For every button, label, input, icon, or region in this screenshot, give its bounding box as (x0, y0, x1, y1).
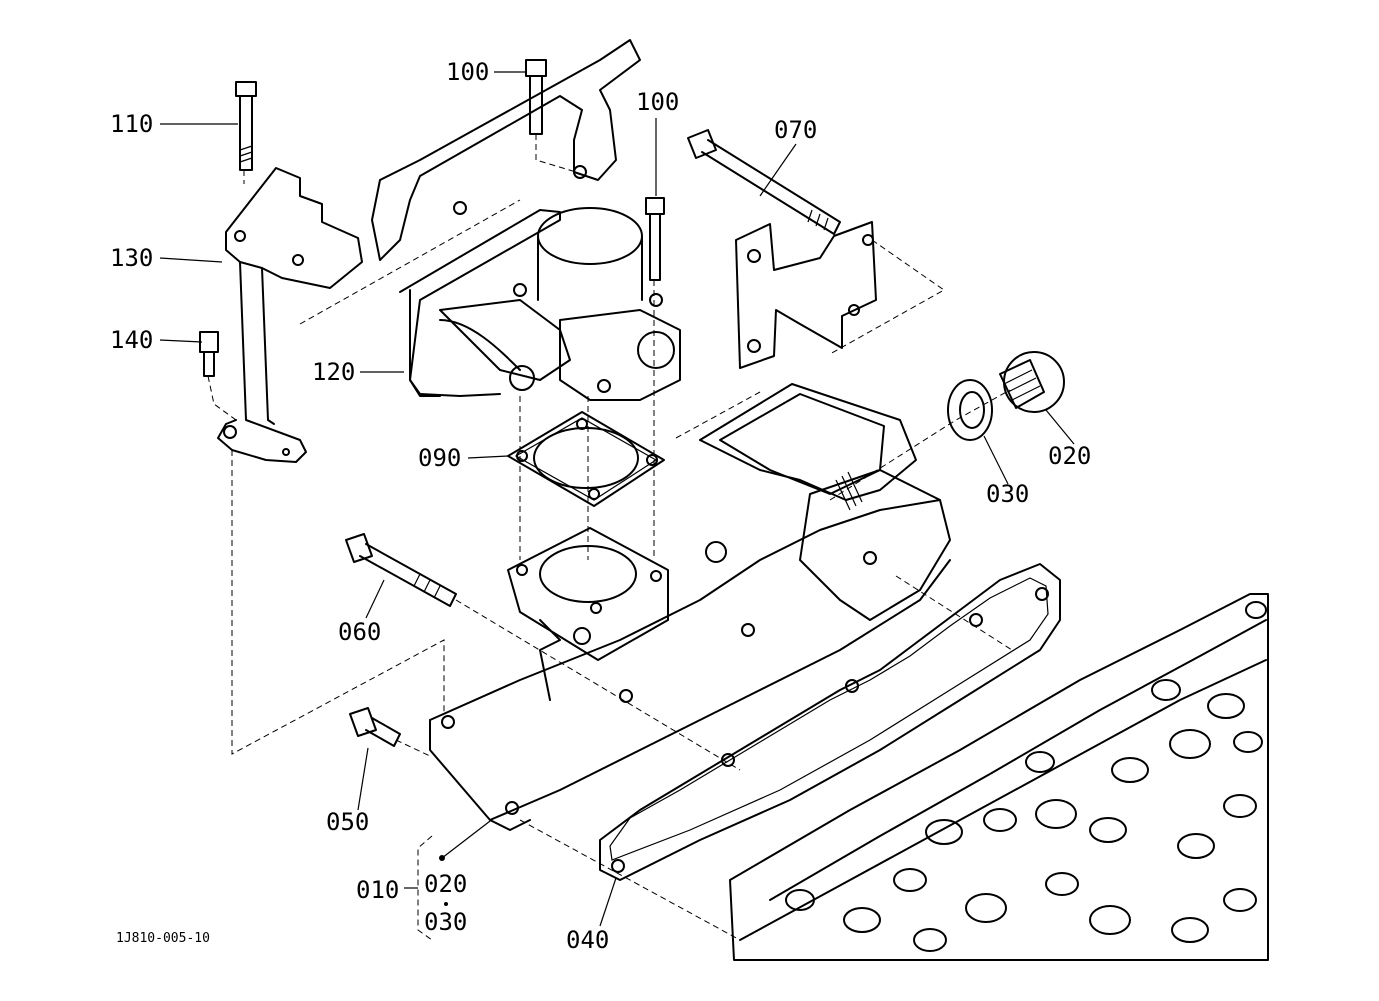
leader-lines (159, 71, 1075, 927)
part-110-bolt (235, 81, 257, 171)
assembly-lines (207, 134, 1013, 941)
callout-020-set: 020 (424, 870, 467, 898)
callout-070: 070 (774, 116, 817, 144)
drawing-code: 1J810-005-10 (116, 931, 210, 946)
part-070-bolt (687, 129, 841, 235)
part-070-bracket (735, 221, 945, 369)
part-060-bolt (345, 533, 457, 607)
callout-120: 120 (312, 358, 355, 386)
part-040-gasket (599, 563, 1061, 881)
callout-090: 090 (418, 444, 461, 472)
callout-100-left: 100 (446, 58, 489, 86)
part-100-bolt-right (645, 197, 665, 281)
part-090-gasket (507, 411, 665, 507)
part-130-bracket (217, 167, 363, 463)
pipe-bracket-top (371, 39, 641, 261)
set-bracket-010 (404, 835, 448, 941)
callout-130: 130 (110, 244, 153, 272)
intake-manifold (429, 383, 951, 831)
callout-020: 020 (1048, 442, 1091, 470)
part-120-throttle-body (399, 207, 681, 401)
cylinder-head (729, 593, 1269, 961)
callout-030: 030 (986, 480, 1029, 508)
part-100-bolt-left (525, 59, 547, 135)
callout-100-right: 100 (636, 88, 679, 116)
part-020-plug (999, 351, 1065, 413)
callout-010: 010 (356, 876, 399, 904)
callout-050: 050 (326, 808, 369, 836)
callout-140: 140 (110, 326, 153, 354)
callout-040: 040 (566, 926, 609, 954)
part-030-washer (947, 379, 993, 441)
part-140-bolt (199, 331, 219, 377)
part-050-bolt (349, 707, 401, 747)
callout-060: 060 (338, 618, 381, 646)
callout-110: 110 (110, 110, 153, 138)
callout-labels: 110 130 140 120 100 100 070 090 030 020 … (110, 58, 1091, 954)
callout-030-set: 030 (424, 908, 467, 936)
